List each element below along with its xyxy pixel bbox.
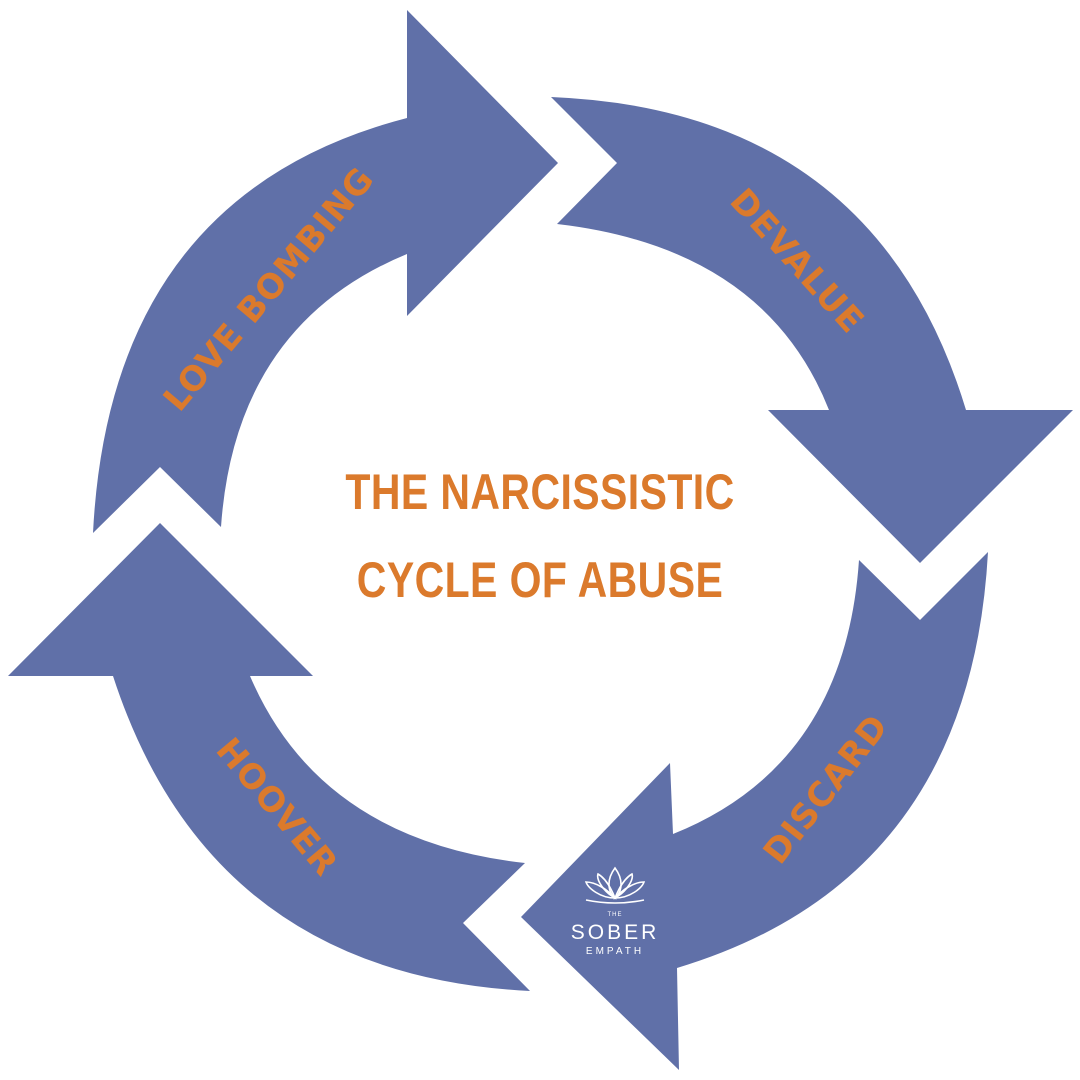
arrow-love-bombing	[93, 10, 558, 533]
brand-sub: EMPATH	[586, 946, 644, 957]
arrow-devalue	[551, 97, 1073, 563]
title-line-1: THE NARCISSISTIC	[345, 464, 735, 520]
arrow-discard	[521, 552, 988, 1070]
sober-empath-logo: THE SOBER EMPATH	[571, 866, 660, 957]
lotus-icon	[584, 866, 646, 904]
brand-name: SOBER	[571, 921, 660, 944]
brand-the: THE	[608, 912, 623, 918]
diagram-title: THE NARCISSISTIC CYCLE OF ABUSE	[335, 448, 745, 624]
title-line-2: CYCLE OF ABUSE	[356, 552, 724, 608]
arrow-hoover	[8, 523, 530, 991]
